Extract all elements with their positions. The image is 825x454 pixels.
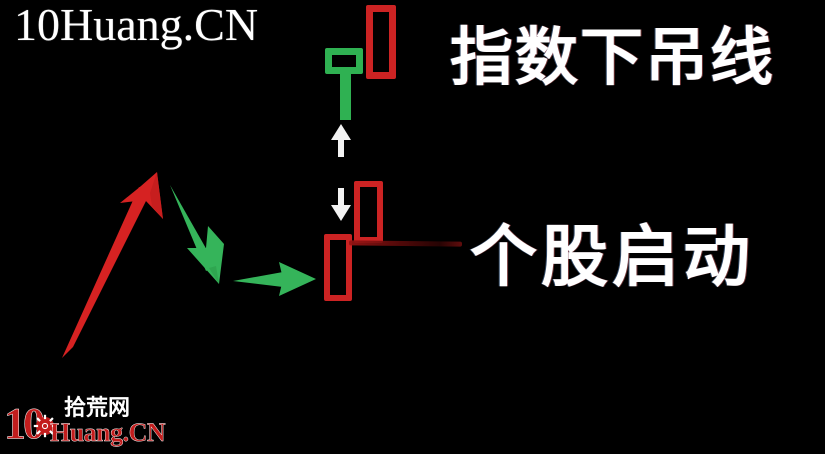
candlestick-red-tall xyxy=(366,5,396,79)
logo-chinese-name: 拾荒网 xyxy=(64,396,131,421)
watermark-top-text: 10Huang.CN xyxy=(14,0,259,50)
support-trendline xyxy=(348,240,463,247)
candle-body xyxy=(366,5,396,79)
label-stock-launch: 个股启动 xyxy=(470,218,754,296)
white-down-arrow-icon xyxy=(331,188,351,221)
candle-body xyxy=(324,234,352,301)
candle-body xyxy=(354,181,383,243)
white-up-arrow-icon xyxy=(331,124,351,157)
red-rally-arrow-icon xyxy=(62,172,163,358)
candle-lower-shadow xyxy=(340,70,351,120)
gear-icon xyxy=(33,414,57,438)
label-index-hanging-line: 指数下吊线 xyxy=(450,21,775,94)
candlestick-green-hanging-man xyxy=(325,48,365,120)
site-logo-watermark: 10 拾荒网 Huang.CN xyxy=(4,396,166,450)
candlestick-red-upper xyxy=(354,181,383,243)
logo-domain: Huang.CN xyxy=(50,418,166,447)
green-pullback-arrow-icon xyxy=(170,185,224,284)
candlestick-red-lower xyxy=(324,234,352,301)
green-continuation-arrow-icon xyxy=(233,262,316,296)
